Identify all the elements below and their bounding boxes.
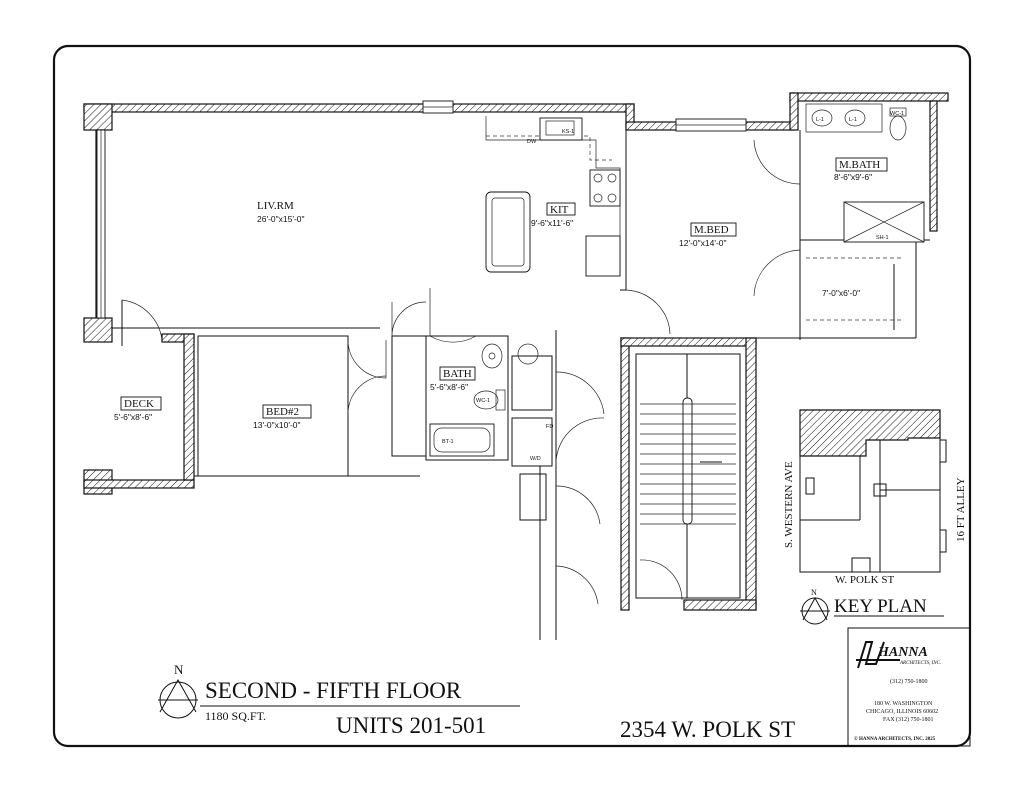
room-dims-kit: 9'-6"x11'-6" (531, 218, 573, 228)
firm-name: HANNA (877, 645, 928, 660)
room-name-liv-rm: LIV.RM (257, 200, 294, 212)
firm-phone: (312) 750-1800 (890, 678, 928, 685)
firm-sub: ARCHITECTS, INC. (899, 661, 941, 666)
copyright: © HANNA ARCHITECTS, INC. 2025 (854, 736, 936, 742)
exterior-walls (83, 92, 949, 495)
key-north-arrow-icon (800, 596, 830, 625)
room-name-m-bath: M.BATH (839, 159, 880, 171)
floor-drain-label: FD (546, 424, 553, 430)
room-dims-deck: 5'-6"x8'-6" (114, 412, 152, 422)
wc-master-label: WC-1 (890, 111, 904, 117)
key-plan: S. WESTERN AVE 16 FT ALLEY W. POLK ST N … (783, 409, 967, 625)
hanna-logo: HANNA ARCHITECTS, INC. (856, 641, 941, 669)
bath-fixtures: WC-1 BT-1 W/D FD (429, 343, 553, 462)
room-dims-m-bath: 8'-6"x9'-6" (834, 172, 872, 182)
stair-treads (640, 403, 736, 525)
firm-address1: 180 W. WASHINGTON (874, 701, 933, 707)
room-dims-liv-rm: 26'-0"x15'-0" (257, 214, 305, 224)
lav-1-label: L-1 (816, 117, 824, 123)
sheet-border (52, 44, 972, 748)
interior-walls (112, 130, 930, 640)
stairwell (620, 337, 757, 611)
room-name-m-bed: M.BED (694, 224, 729, 236)
dishwasher-label: DW (527, 139, 537, 145)
key-plan-title: KEY PLAN (834, 596, 927, 617)
room-dims-closet: 7'-0"x6'-0" (822, 288, 860, 298)
key-street-left: S. WESTERN AVE (783, 461, 795, 548)
units-label: UNITS 201-501 (336, 713, 486, 738)
room-dims-m-bed: 12'-0"x14'-0" (679, 238, 727, 248)
kitchen-sink-label: KS-1 (562, 129, 574, 135)
door-swings (121, 139, 801, 605)
room-dims-bath: 5'-6"x8'-6" (430, 382, 468, 392)
sheet-title: N SECOND - FIFTH FLOOR 1180 SQ.FT. UNITS… (158, 662, 795, 742)
floor-area: 1180 SQ.FT. (205, 709, 266, 723)
title-block: HANNA ARCHITECTS, INC. (312) 750-1800 18… (847, 627, 971, 747)
floor-title: SECOND - FIFTH FLOOR (205, 678, 462, 703)
shower-label: SH-1 (876, 235, 889, 241)
lav-2-label: L-1 (849, 117, 857, 123)
master-bath-fixtures: L-1 L-1 WC-1 SH-1 (805, 103, 925, 330)
firm-address2: CHICAGO, ILLINOIS 60602 (866, 709, 938, 715)
north-label: N (174, 662, 184, 677)
room-name-bath: BATH (443, 368, 472, 380)
wc-bath-label: WC-1 (476, 398, 490, 404)
north-arrow-icon (158, 678, 198, 719)
room-name-bed2: BED#2 (266, 406, 299, 418)
washer-dryer-label: W/D (530, 456, 541, 462)
windows (96, 100, 747, 319)
room-name-kit: KIT (550, 204, 569, 216)
room-labels: LIV.RM 26'-0"x15'-0" KIT 9'-6"x11'-6" M.… (114, 157, 888, 430)
key-alley: 16 FT ALLEY (955, 477, 967, 542)
key-street-bottom: W. POLK ST (835, 574, 894, 586)
bathtub-label: BT-1 (442, 439, 454, 445)
address-label: 2354 W. POLK ST (620, 717, 795, 742)
room-name-deck: DECK (124, 398, 154, 410)
key-north-label: N (811, 588, 817, 597)
firm-fax: FAX (312) 750-1801 (883, 716, 934, 723)
room-dims-bed2: 13'-0"x10'-0" (253, 420, 301, 430)
kitchen-fixtures: DW KS-1 (485, 116, 621, 277)
